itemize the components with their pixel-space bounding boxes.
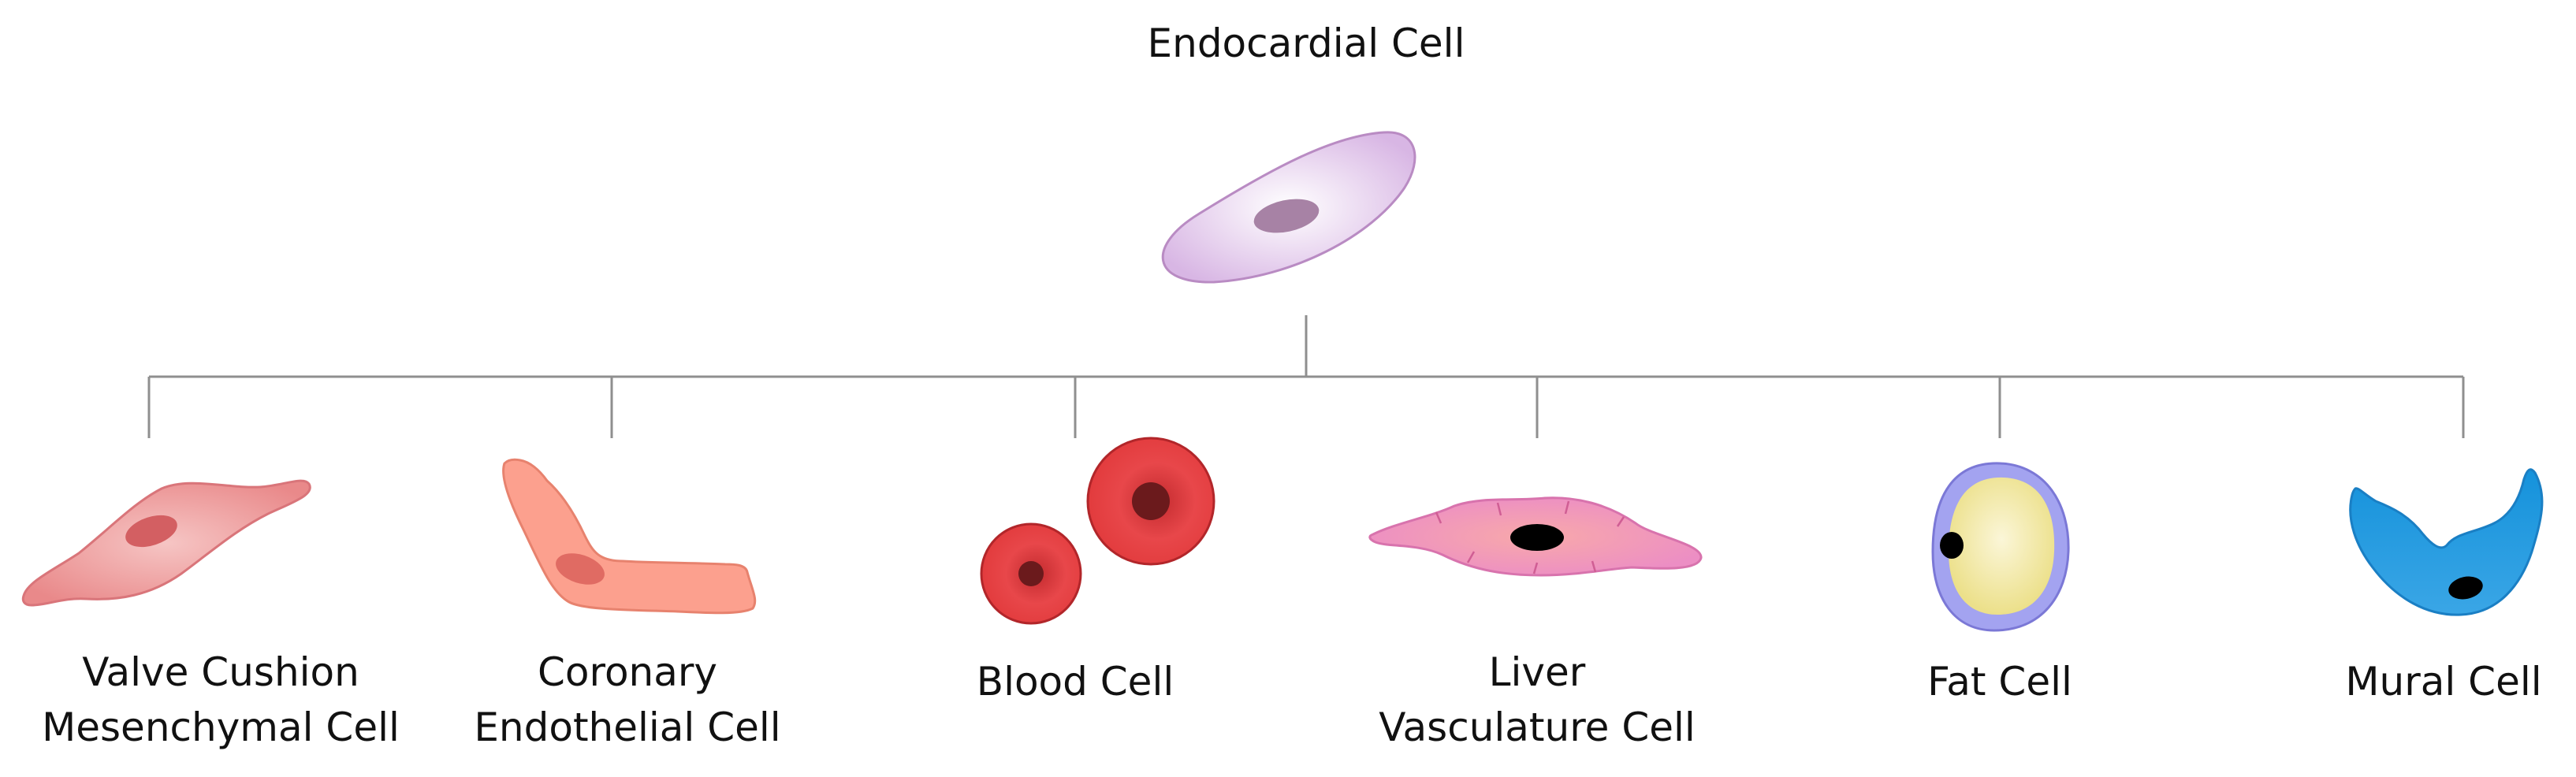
- liver-vasculature-cell-nucleus: [1510, 524, 1564, 551]
- blood-cell-illustration: [980, 437, 1215, 625]
- blood-cell-large-nucleus: [1132, 482, 1170, 520]
- label-coronary-endothelial-cell: Coronary Endothelial Cell: [423, 645, 832, 755]
- fat-cell-lipid-droplet: [1949, 477, 2055, 615]
- label-coronary-line-2: Endothelial Cell: [474, 705, 781, 750]
- valve-cushion-cell-body: [21, 479, 311, 607]
- label-blood-cell-text: Blood Cell: [976, 659, 1174, 705]
- label-valve-cushion-line-2: Mesenchymal Cell: [42, 705, 400, 750]
- label-mural-cell-text: Mural Cell: [2345, 659, 2542, 705]
- fat-cell-nucleus: [1940, 532, 1964, 559]
- label-liver-vasculature-cell: Liver Vasculature Cell: [1332, 645, 1742, 755]
- label-coronary-line-1: Coronary: [537, 649, 718, 695]
- valve-cushion-cell-illustration: [21, 479, 311, 607]
- label-valve-cushion-mesenchymal-cell: Valve Cushion Mesenchymal Cell: [16, 645, 426, 755]
- connector-tree: [147, 315, 2465, 438]
- mural-cell-illustration: [2349, 468, 2544, 616]
- label-blood-cell: Blood Cell: [886, 654, 1264, 709]
- valve-cushion-cell-nucleus: [125, 515, 177, 548]
- liver-vasculature-cell-fenestrations: [1435, 500, 1625, 574]
- label-liver-line-2: Vasculature Cell: [1379, 705, 1696, 750]
- fat-cell-illustration: [1931, 462, 2070, 632]
- mural-cell-body: [2349, 468, 2544, 616]
- label-fat-cell-text: Fat Cell: [1927, 659, 2072, 705]
- endocardial-cell-nucleus: [1253, 199, 1320, 233]
- label-liver-line-1: Liver: [1488, 649, 1586, 695]
- label-mural-cell: Mural Cell: [2325, 654, 2562, 709]
- root-label-endocardial-cell: Endocardial Cell: [1070, 16, 1543, 71]
- label-fat-cell: Fat Cell: [1811, 654, 2189, 709]
- label-valve-cushion-line-1: Valve Cushion: [82, 649, 359, 695]
- blood-cell-small-nucleus: [1018, 561, 1044, 586]
- coronary-endothelial-cell-body: [502, 458, 757, 615]
- coronary-endothelial-cell-nucleus: [556, 553, 605, 585]
- liver-vasculature-cell-illustration: [1368, 496, 1703, 577]
- root-label-text: Endocardial Cell: [1147, 20, 1465, 66]
- coronary-endothelial-cell-illustration: [502, 458, 757, 615]
- mural-cell-nucleus: [2448, 576, 2483, 600]
- endocardial-cell-illustration: [1161, 131, 1416, 284]
